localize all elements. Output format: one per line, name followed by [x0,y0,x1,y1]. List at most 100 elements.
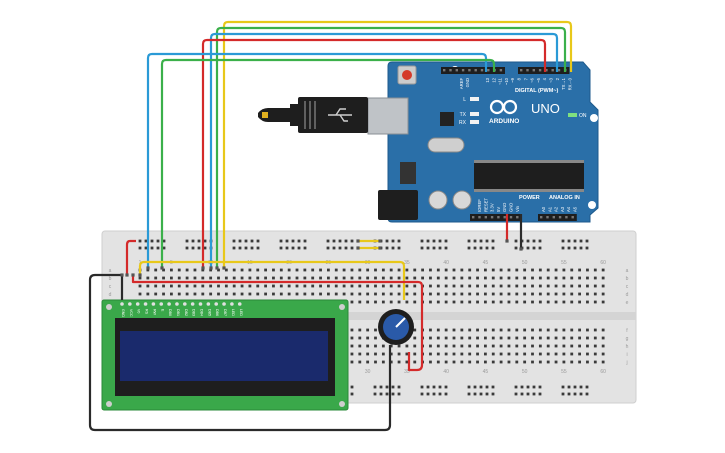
bb-hole [570,292,574,296]
header-pin[interactable] [472,216,475,219]
header-pin[interactable] [474,69,477,72]
bb-hole [217,292,220,296]
bb-rail-hole [473,385,477,389]
bb-hole [272,268,275,272]
bb-hole [389,292,393,296]
bb-rail-hole [538,246,542,250]
bb-hole [350,300,354,304]
header-pin[interactable] [552,216,555,219]
bb-rail-hole [585,385,589,389]
header-pin[interactable] [461,69,465,72]
digital-pin-label: 8 [517,77,522,80]
bb-hole [531,344,534,348]
header-pin[interactable] [532,69,535,72]
bb-rail-hole [526,392,530,396]
bb-hole [264,276,267,280]
header-pin[interactable] [490,216,494,219]
header-pin[interactable] [545,69,548,72]
header-pin[interactable] [551,69,554,72]
bb-hole [177,284,181,288]
potentiometer-icon[interactable] [378,309,414,345]
bb-rail-hole [479,385,483,389]
bb-hole [295,292,299,296]
bb-hole [601,336,605,340]
arduino-uno-board[interactable]: L TX RX ON ARDUINO UNO DIGITAL (PWM~) PO… [367,61,599,223]
header-pin[interactable] [546,216,549,219]
bb-hole [413,344,417,348]
bb-rail-hole [391,392,395,396]
bb-hole [546,360,550,364]
bb-hole [381,300,385,304]
bb-hole [570,352,574,356]
header-pin[interactable] [558,216,562,219]
bb-hole [209,292,213,296]
gnd-label: GND [465,78,470,87]
bb-hole [578,344,581,348]
bb-rail-hole [338,239,342,243]
bb-hole [444,344,448,348]
bb-row-letter: d [109,292,112,298]
bb-hole [436,360,440,364]
header-pin[interactable] [571,216,574,219]
header-pin[interactable] [443,69,446,72]
bb-hole [570,268,574,272]
bb-rail-hole [585,392,589,396]
bb-row-letter: g [626,336,629,342]
bb-hole [240,284,244,288]
bb-rail-hole [538,239,542,243]
bb-hole [201,268,205,272]
bb-hole [381,344,385,348]
bb-hole [476,268,479,272]
bb-hole [303,292,307,296]
wire-red-pot [131,275,424,372]
bb-rail-hole [444,392,448,396]
header-pin[interactable] [480,69,484,72]
bb-hole [499,284,503,288]
header-pin[interactable] [499,69,503,72]
header-pin[interactable] [538,69,542,72]
header-pin[interactable] [509,216,513,219]
analog-pin-label: A5 [573,206,578,212]
wire-blue-d11 [146,52,488,268]
header-pin[interactable] [455,69,458,72]
bb-hole [429,300,432,304]
bb-rail-hole [514,385,518,389]
usb-cable-icon[interactable] [258,97,368,133]
bb-hole [499,336,503,340]
bb-hole [374,328,377,332]
bb-hole [452,276,456,280]
header-pin[interactable] [565,216,568,219]
bb-rail-hole [467,392,471,396]
bb-hole [538,284,542,288]
bb-hole [484,276,487,280]
bb-hole [468,268,472,272]
header-pin[interactable] [557,69,561,72]
header-pin[interactable] [484,216,487,219]
bb-rail-hole [244,239,248,243]
arduino-headers[interactable] [441,67,577,221]
bb-rail-hole [256,239,260,243]
header-pin[interactable] [497,216,500,219]
bb-hole [476,360,479,364]
lcd-pin-header [120,302,242,306]
bb-rail-hole [567,246,571,250]
bb-hole [523,276,527,280]
header-pin[interactable] [520,69,523,72]
header-pin[interactable] [526,69,529,72]
header-pin[interactable] [449,69,452,72]
bb-hole [570,284,574,288]
header-pin[interactable] [516,216,519,219]
header-pin[interactable] [503,216,506,219]
header-pin[interactable] [487,69,490,72]
bb-hole [515,344,519,348]
bb-rail-hole [585,246,589,250]
header-pin[interactable] [540,216,543,219]
header-pin[interactable] [468,69,471,72]
bb-hole [570,328,574,332]
bb-rail-hole [397,392,401,396]
header-pin[interactable] [478,216,481,219]
bb-hole [429,268,432,272]
bb-rail-hole [561,392,565,396]
digital-pin-label: ~3 [549,77,554,82]
